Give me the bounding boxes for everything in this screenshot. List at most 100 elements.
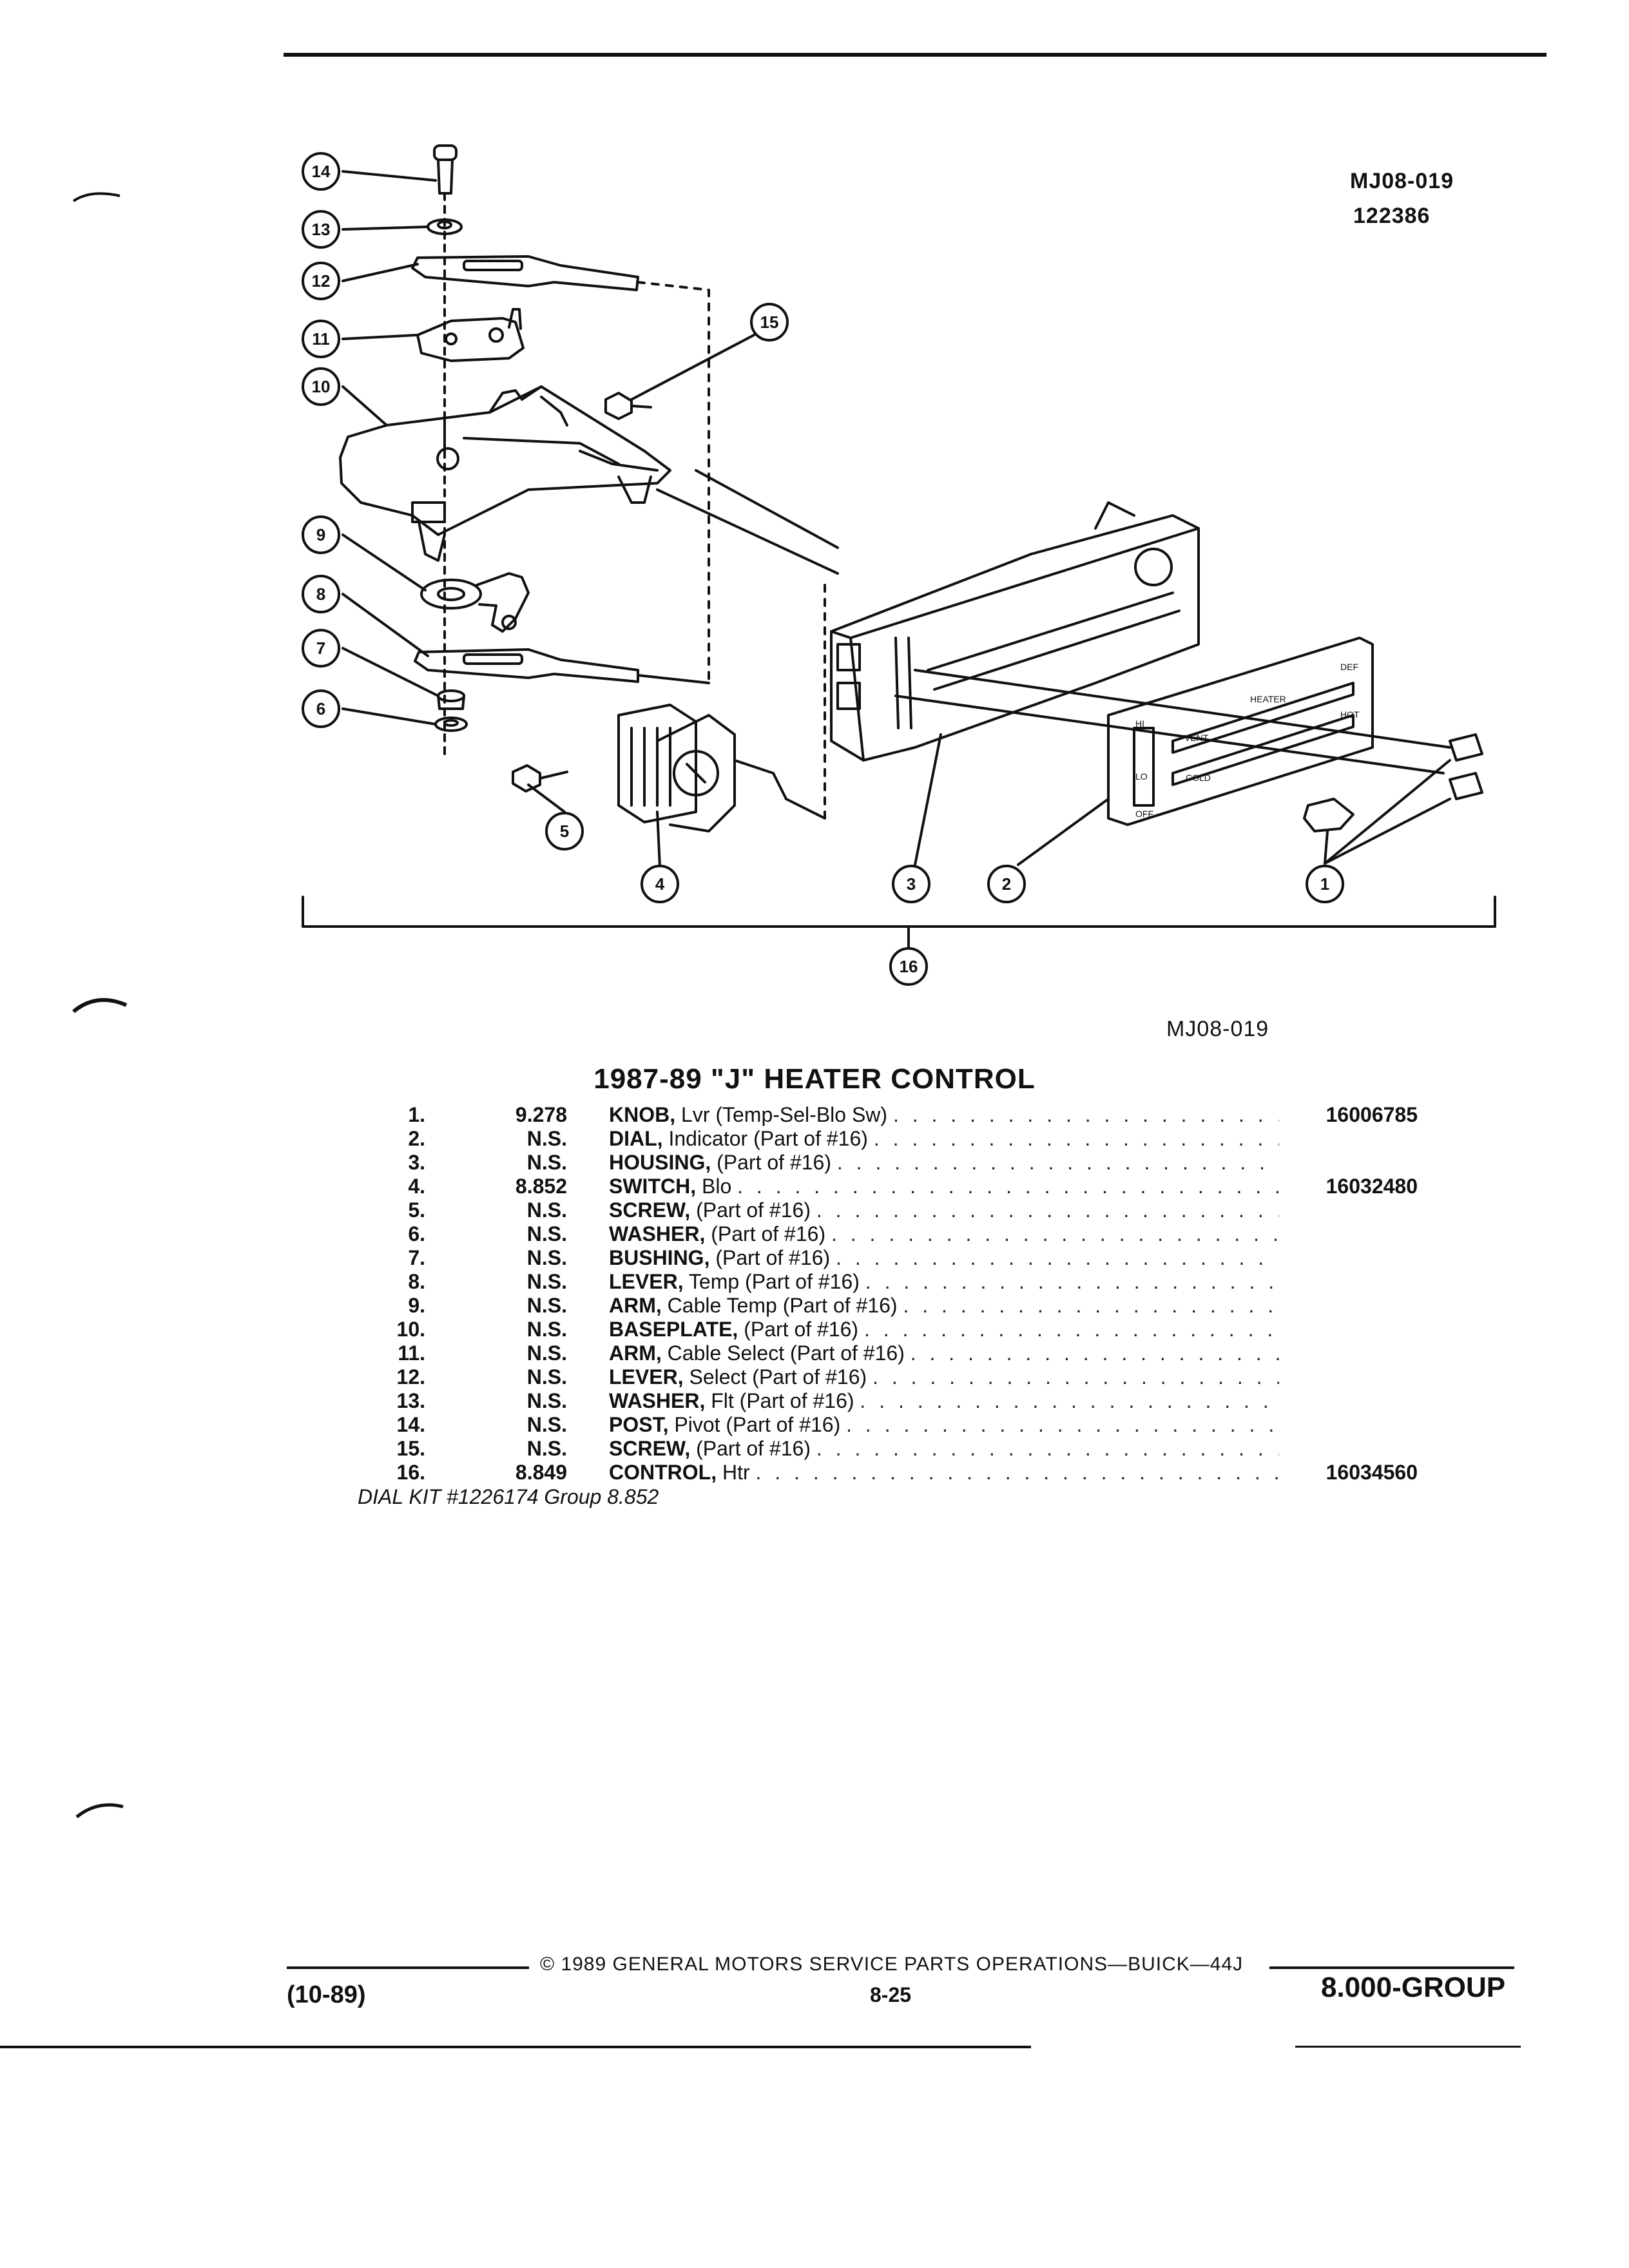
page-title: 1987-89 "J" HEATER CONTROL — [593, 1063, 1036, 1095]
item-number: 1. — [408, 1103, 425, 1126]
part-number: 16032480 — [1325, 1175, 1418, 1198]
part-name: WASHER, — [609, 1389, 706, 1412]
group-number: N.S. — [526, 1365, 567, 1389]
part-detail: Cable Temp (Part of #16) — [667, 1294, 898, 1317]
item-number: 9. — [408, 1294, 425, 1317]
temp-lever-part — [414, 648, 639, 683]
part-description: ARM, Cable Temp (Part of #16) . . . . . … — [609, 1294, 1279, 1318]
svg-text:15: 15 — [760, 312, 779, 332]
part-detail: (Part of #16) — [717, 1151, 831, 1174]
item-number: 10. — [396, 1318, 425, 1341]
screw-15-part — [604, 392, 652, 420]
item-number: 13. — [396, 1389, 425, 1412]
select-lever-part — [411, 255, 639, 291]
svg-text:2: 2 — [1002, 874, 1011, 894]
part-name: POST, — [609, 1413, 669, 1436]
item-number: 15. — [396, 1437, 425, 1460]
footer-copyright: © 1989 GENERAL MOTORS SERVICE PARTS OPER… — [540, 1954, 1244, 1975]
item-number: 16. — [396, 1461, 425, 1484]
part-detail: (Part of #16) — [696, 1198, 811, 1222]
part-description: KNOB, Lvr (Temp-Sel-Blo Sw) . . . . . . … — [609, 1103, 1279, 1127]
leader-dots: . . . . . . . . . . . . . . . . . . . . … — [836, 1246, 1279, 1269]
callout-8: 8 — [302, 575, 340, 613]
svg-text:13: 13 — [312, 220, 331, 239]
part-name: SCREW, — [609, 1198, 691, 1222]
parts-row: 7.N.S.BUSHING, (Part of #16) . . . . . .… — [348, 1246, 1456, 1270]
part-name: CONTROL, — [609, 1461, 717, 1484]
callout-3: 3 — [892, 865, 930, 903]
margin-mark-2 — [72, 998, 128, 1014]
bottom-rule — [0, 2046, 1031, 2048]
footer-page-number: 8-25 — [870, 1983, 912, 2006]
part-description: BUSHING, (Part of #16) . . . . . . . . .… — [609, 1246, 1279, 1270]
leader-dots: . . . . . . . . . . . . . . . . . . . . … — [836, 1151, 1279, 1174]
group-number: N.S. — [526, 1198, 567, 1222]
svg-text:HI: HI — [1135, 718, 1144, 729]
indicator-dial-part — [1107, 637, 1374, 826]
item-number: 8. — [408, 1270, 425, 1293]
leader-dots: . . . . . . . . . . . . . . . . . . . . … — [903, 1294, 1279, 1317]
washer-6-part — [434, 716, 468, 732]
parts-row: 5. N.S. SCREW, (Part of #16) . . . . . . .… — [348, 1198, 1456, 1222]
svg-text:HOT: HOT — [1340, 709, 1360, 720]
parts-row: 15.N.S.SCREW, (Part of #16) . . . . . . … — [348, 1437, 1456, 1461]
margin-mark-3 — [75, 1803, 124, 1818]
callout-2: 2 — [987, 865, 1026, 903]
diagram-caption: MJ08-019 — [1166, 1017, 1269, 1041]
ref-number: 122386 — [1353, 204, 1431, 228]
leader-dots: . . . . . . . . . . . . . . . . . . . . … — [892, 1103, 1279, 1126]
baseplate-part — [339, 385, 671, 562]
part-description: WASHER, (Part of #16) . . . . . . . . . … — [609, 1222, 1279, 1246]
part-name: LEVER, — [609, 1270, 684, 1293]
svg-text:12: 12 — [312, 271, 331, 291]
part-detail: Pivot (Part of #16) — [674, 1413, 841, 1436]
callout-6: 6 — [302, 689, 340, 728]
knob-parts — [1303, 733, 1483, 832]
part-description: SWITCH, Blo . . . . . . . . . . . . . . … — [609, 1175, 1279, 1198]
group-number: 8.852 — [515, 1175, 567, 1198]
ref-code: MJ08-019 — [1350, 169, 1454, 193]
svg-text:11: 11 — [312, 329, 330, 349]
cable-temp-arm-part — [420, 572, 530, 633]
svg-text:6: 6 — [316, 699, 325, 718]
svg-text:16: 16 — [900, 957, 918, 976]
dial-kit-note: DIAL KIT #1226174 Group 8.852 — [358, 1485, 659, 1508]
group-number: N.S. — [526, 1151, 567, 1174]
footer-rule-right — [1269, 1966, 1514, 1969]
svg-text:7: 7 — [316, 639, 325, 658]
exploded-view-diagram: VENT HEATER DEF COLD HOT HI OFF LO 14 13… — [302, 144, 1496, 986]
part-description: HOUSING, (Part of #16) . . . . . . . . .… — [609, 1151, 1279, 1175]
part-number: 16034560 — [1325, 1461, 1418, 1484]
parts-row: 13.N.S.WASHER, Flt (Part of #16) . . . .… — [348, 1389, 1456, 1413]
part-detail: Indicator (Part of #16) — [668, 1127, 868, 1150]
leader-dots: . . . . . . . . . . . . . . . . . . . . … — [872, 1365, 1279, 1389]
svg-text:DEF: DEF — [1340, 662, 1358, 672]
part-description: BASEPLATE, (Part of #16) . . . . . . . .… — [609, 1318, 1279, 1341]
part-detail: (Part of #16) — [715, 1246, 831, 1269]
leader-dots: . . . . . . . . . . . . . . . . . . . . … — [831, 1222, 1279, 1245]
housing-part — [830, 501, 1200, 762]
leader-dots: . . . . . . . . . . . . . . . . . . . . … — [816, 1198, 1279, 1222]
screw-5-part — [512, 764, 568, 793]
leader-dots: . . . . . . . . . . . . . . . . . . . . … — [737, 1175, 1279, 1198]
callout-14: 14 — [302, 152, 340, 191]
svg-text:HEATER: HEATER — [1250, 694, 1286, 704]
group-number: N.S. — [526, 1413, 567, 1436]
part-name: WASHER, — [609, 1222, 706, 1245]
leader-dots: . . . . . . . . . . . . . . . . . . . . … — [873, 1127, 1279, 1150]
part-name: SWITCH, — [609, 1175, 697, 1198]
part-description: WASHER, Flt (Part of #16) . . . . . . . … — [609, 1389, 1279, 1413]
leader-dots: . . . . . . . . . . . . . . . . . . . . … — [846, 1413, 1279, 1436]
item-number: 2. — [408, 1127, 425, 1150]
callout-13: 13 — [302, 210, 340, 249]
group-number: N.S. — [526, 1127, 567, 1150]
part-detail: Select (Part of #16) — [689, 1365, 867, 1389]
svg-text:COLD: COLD — [1186, 773, 1211, 783]
part-description: SCREW, (Part of #16) . . . . . . . . . .… — [609, 1437, 1279, 1461]
item-number: 5. — [408, 1198, 425, 1222]
part-description: ARM, Cable Select (Part of #16) . . . . … — [609, 1341, 1279, 1365]
svg-text:5: 5 — [560, 822, 569, 841]
